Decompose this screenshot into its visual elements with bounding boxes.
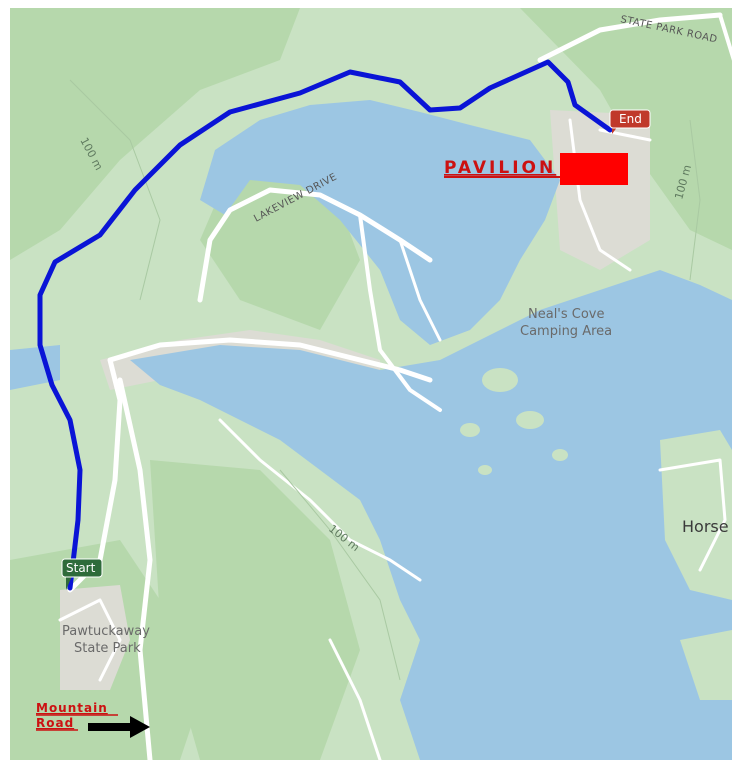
neals-cove-label-line2: Camping Area (520, 324, 612, 339)
horse-label: Horse (682, 517, 729, 536)
islands (460, 368, 732, 700)
forest-patches (10, 8, 732, 760)
east-road (718, 13, 738, 81)
park-label-line1: Pawtuckaway (62, 624, 150, 639)
end-marker-label: End (619, 112, 642, 126)
lake (10, 100, 732, 760)
start-marker[interactable]: Start (61, 558, 103, 590)
south-road (117, 377, 153, 763)
end-marker-badge (609, 109, 651, 129)
start-marker-pin-icon (66, 576, 72, 590)
redaction-box (560, 153, 628, 185)
lakeview-drive (197, 187, 433, 303)
arrow-right-icon (88, 716, 150, 738)
mountain-road-annotation-line1: Mountain (36, 701, 108, 715)
mountain-road-annotation-line2: Road (36, 716, 74, 730)
hiking-route (37, 59, 613, 591)
state-park-road (537, 12, 723, 63)
end-marker[interactable]: End (609, 109, 651, 134)
neals-cove-label-line1: Neal's Cove (528, 307, 605, 322)
pavilion-annotation: PAVILION (444, 158, 556, 178)
start-marker-label: Start (66, 561, 96, 575)
main-park-road (67, 337, 433, 593)
park-label-line2: State Park (74, 641, 141, 656)
start-marker-badge (61, 558, 103, 578)
